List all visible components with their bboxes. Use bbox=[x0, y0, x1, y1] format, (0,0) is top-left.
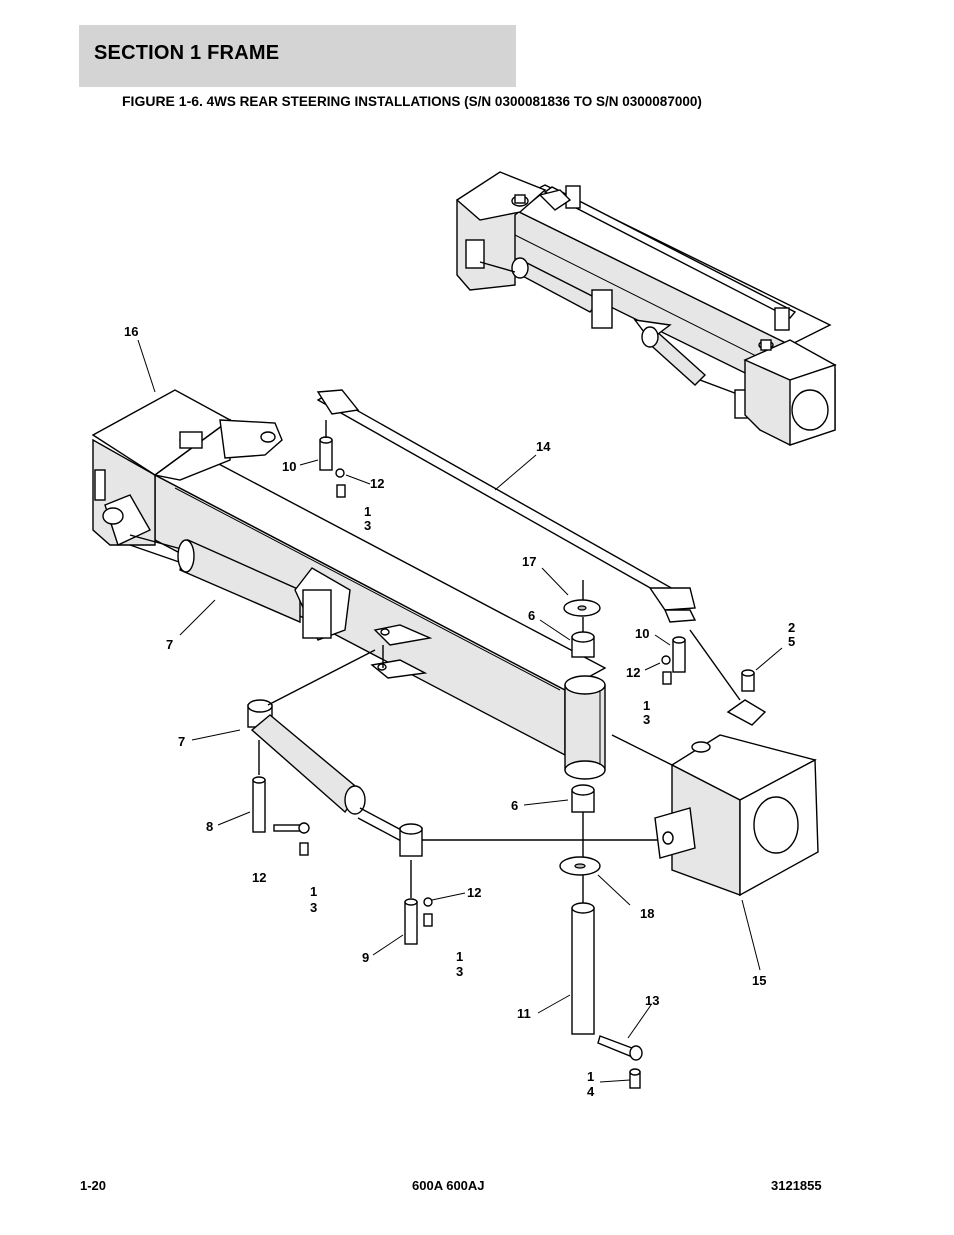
pivot-tube bbox=[559, 580, 643, 1089]
callout-13: 13 bbox=[645, 993, 659, 1008]
callout-4: 4 bbox=[587, 1084, 595, 1099]
callout-14: 14 bbox=[536, 439, 551, 454]
footer-manual-number: 3121855 bbox=[771, 1178, 822, 1193]
section-title: SECTION 1 FRAME bbox=[94, 42, 280, 64]
callout-3-lower: 3 bbox=[310, 900, 317, 915]
callout-18: 18 bbox=[640, 906, 654, 921]
steering-arm-plates bbox=[370, 624, 433, 679]
callout-1-right: 1 bbox=[643, 698, 650, 713]
callout-12-lower: 12 bbox=[252, 870, 266, 885]
lower-cylinder-7 bbox=[247, 649, 660, 945]
callout-6-top: 6 bbox=[528, 608, 535, 623]
leader-lines bbox=[137, 339, 783, 1083]
right-housing-15 bbox=[611, 699, 819, 897]
callout-10-top: 10 bbox=[282, 459, 296, 474]
callout-1-lower: 1 bbox=[310, 884, 317, 899]
callout-16: 16 bbox=[124, 324, 138, 339]
callout-3-top: 3 bbox=[364, 518, 371, 533]
assembled-view-drawing bbox=[455, 171, 837, 446]
section-header-band bbox=[79, 25, 516, 87]
callout-2: 2 bbox=[788, 620, 795, 635]
callout-12-pin: 12 bbox=[467, 885, 481, 900]
callout-8: 8 bbox=[206, 819, 213, 834]
footer-model: 600A 600AJ bbox=[412, 1178, 485, 1193]
footer-page-number: 1-20 bbox=[80, 1178, 107, 1193]
callout-1-pin: 1 bbox=[456, 949, 463, 964]
main-beam-drawing bbox=[152, 389, 697, 757]
callout-3-pin: 3 bbox=[456, 964, 463, 979]
callout-1-bottom: 1 bbox=[587, 1069, 594, 1084]
callout-11: 11 bbox=[517, 1006, 531, 1021]
callout-1-top: 1 bbox=[364, 504, 371, 519]
callout-9: 9 bbox=[362, 950, 369, 965]
callout-6-bottom: 6 bbox=[511, 798, 518, 813]
callout-17: 17 bbox=[522, 554, 536, 569]
figure-number: FIGURE 1-6. bbox=[122, 93, 203, 109]
callout-15: 15 bbox=[752, 973, 766, 988]
callout-5: 5 bbox=[788, 634, 795, 649]
small-hardware-top bbox=[319, 420, 755, 701]
left-cylinder-7 bbox=[102, 494, 351, 641]
callout-10-right: 10 bbox=[635, 626, 649, 641]
callout-7-lower: 7 bbox=[178, 734, 185, 749]
callout-3-right: 3 bbox=[643, 712, 650, 727]
callout-12-right: 12 bbox=[626, 665, 640, 680]
callout-7-left: 7 bbox=[166, 637, 173, 652]
figure-title: 4WS REAR STEERING INSTALLATIONS (S/N 030… bbox=[206, 94, 702, 109]
figure-caption: FIGURE 1-6. 4WS REAR STEERING INSTALLATI… bbox=[122, 93, 702, 109]
callout-labels: 16 14 10 12 1 3 17 6 10 2 5 12 1 3 7 7 6… bbox=[124, 324, 795, 1099]
callout-12-top: 12 bbox=[370, 476, 384, 491]
